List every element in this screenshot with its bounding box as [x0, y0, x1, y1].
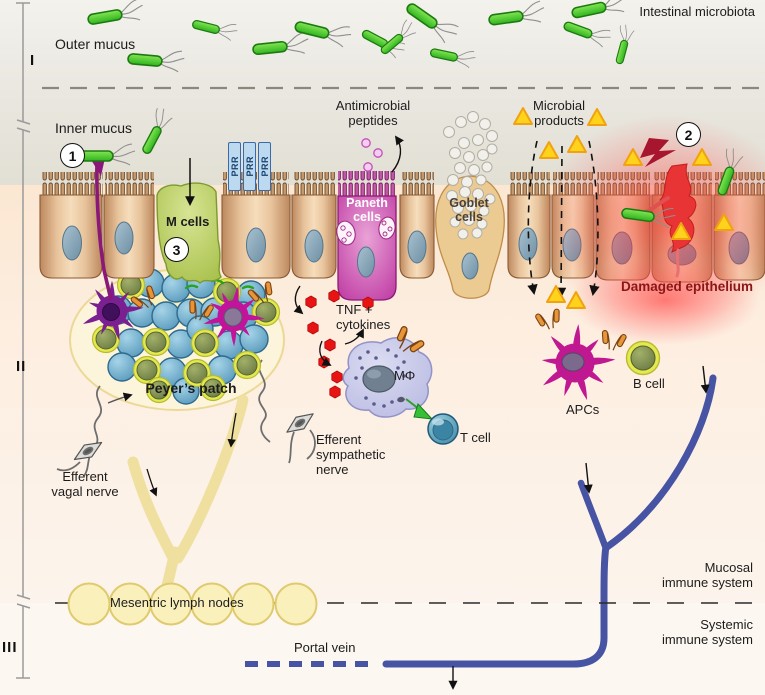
dendritic-cell-right	[204, 287, 264, 345]
portal-vein	[245, 374, 717, 668]
translocation-arrows	[527, 140, 600, 299]
paneth-cells-label: Paneth cells	[346, 196, 388, 225]
prr-receptor-2: PRR	[243, 142, 256, 191]
peyers-patch-label: Peyer’s patch	[145, 380, 237, 396]
marker-2-badge: 2	[676, 122, 701, 147]
section-i-label: I	[30, 52, 36, 69]
prr-receptor-3: PRR	[258, 142, 271, 191]
flow-arrows	[448, 365, 710, 690]
section-ii-label: II	[16, 358, 27, 375]
efferent-vagal-nerve	[56, 385, 133, 477]
intestinal-microbiota-label: Intestinal microbiota	[639, 4, 755, 19]
prr-receptor-1: PRR	[228, 142, 241, 191]
b-cell-label: B cell	[633, 376, 665, 391]
damaged-epithelium-label: Damaged epithelium	[621, 279, 754, 294]
lymphatic-vessels	[127, 394, 249, 592]
microbial-products-label: Microbial products	[532, 98, 585, 128]
section-iii-label: III	[2, 639, 18, 656]
mesenteric-lymph-nodes	[67, 582, 318, 626]
mucosal-immune-system-label: Mucosal immune system	[661, 560, 753, 590]
marker-3-badge: 3	[164, 237, 189, 262]
m-cell-uptake	[135, 105, 195, 206]
goblet-cells-label: Goblet cells	[449, 196, 489, 225]
apcs-label: APCs	[566, 402, 600, 417]
macrophage-label: MΦ	[394, 368, 416, 383]
injury-bolt-icon	[640, 138, 676, 167]
mucus-bubbles	[443, 111, 498, 240]
antimicrobial-peptides-label: Antimicrobial peptides	[335, 98, 411, 128]
efferent-sympathetic-nerve	[258, 359, 319, 464]
m-cells-label: M cells	[166, 214, 210, 229]
antimicrobial-peptides	[361, 135, 404, 173]
peyers-patch-lymphocytes	[83, 268, 281, 405]
paneth-cell	[336, 195, 397, 301]
wound	[659, 163, 697, 253]
systemic-immune-system-label: Systemic immune system	[661, 617, 753, 647]
dendrite-capture	[78, 143, 136, 301]
t-cell-label: T cell	[460, 430, 491, 445]
marker-1-badge: 1	[60, 143, 85, 168]
portal-vein-label: Portal vein	[294, 640, 356, 655]
efferent-sympathetic-nerve-label: Efferent sympathetic nerve	[316, 432, 386, 477]
m-cell	[156, 182, 222, 284]
apc-cell	[542, 325, 614, 400]
mesenteric-lymph-nodes-label: Mesentric lymph nodes	[110, 595, 244, 610]
dendritic-cell-left	[83, 282, 143, 340]
efferent-vagal-nerve-label: Efferent vagal nerve	[51, 469, 119, 499]
section-bracket	[16, 2, 31, 679]
lymph-flow-arrows	[146, 412, 237, 497]
b-cell	[625, 340, 661, 376]
antigen-presentation-arrow	[405, 398, 434, 420]
tnf-cytokines	[293, 285, 374, 399]
paneth-granules	[336, 216, 396, 246]
macrophage-cell	[342, 323, 434, 420]
goblet-cell	[435, 111, 505, 299]
b-cells-in-patch	[91, 270, 281, 404]
tnf-cytokines-label: TNF + cytokines	[336, 302, 391, 332]
inner-mucus-label: Inner mucus	[55, 120, 133, 136]
outer-mucus-label: Outer mucus	[55, 36, 136, 52]
t-cell	[427, 413, 459, 445]
